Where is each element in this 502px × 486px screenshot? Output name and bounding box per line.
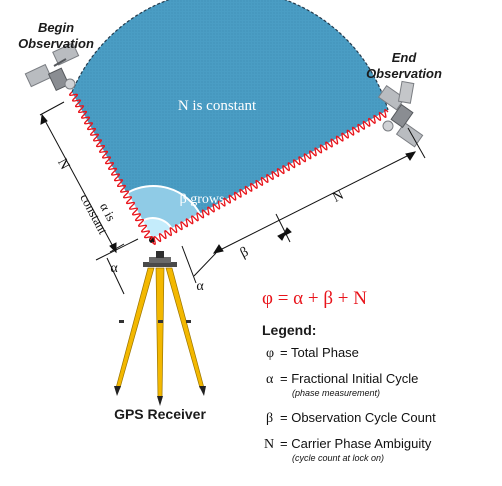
alpha-dimension-left <box>106 257 125 295</box>
observation-sector <box>71 0 389 240</box>
n-dimension-label-left: N <box>54 156 72 172</box>
carrier-wave-begin <box>68 91 154 241</box>
dimension-lines <box>39 101 426 295</box>
legend-symbol-n: N <box>264 437 274 452</box>
begin-label-line2: Observation <box>18 36 94 51</box>
legend-sub-phase-measurement: (phase measurement) <box>292 388 380 398</box>
legend-text-total-phase: = Total Phase <box>280 345 359 360</box>
n-constant-label: N is constant <box>178 98 257 114</box>
satellite-icon-begin <box>24 42 80 92</box>
legend-symbol-beta: β <box>266 411 273 426</box>
legend-symbol-alpha: α <box>266 372 274 387</box>
receiver-point <box>149 237 155 243</box>
tripod-icon <box>114 251 206 406</box>
legend-text-carrier-phase-ambiguity: = Carrier Phase Ambiguity <box>280 436 432 451</box>
legend-text-fractional-initial-cycle: = Fractional Initial Cycle <box>280 371 418 386</box>
end-label-line1: End <box>392 50 418 65</box>
legend-text-observation-cycle-count: = Observation Cycle Count <box>280 410 436 425</box>
n-dimension-left <box>41 114 117 253</box>
phase-equation: φ = α + β + N <box>262 288 367 309</box>
receiver-label: GPS Receiver <box>114 406 206 422</box>
end-label-line2: Observation <box>366 66 442 81</box>
legend-title: Legend: <box>262 322 316 338</box>
n-beta-dimension <box>213 151 416 254</box>
begin-label-line1: Begin <box>38 20 74 35</box>
alpha-dimension-label-right: α <box>196 279 204 294</box>
beta-grows-label: β grows <box>180 192 225 207</box>
alpha-dimension-label-left: α <box>110 261 118 276</box>
legend-symbol-phi: φ <box>266 346 274 361</box>
legend-sub-cycle-count-at-lock-on: (cycle count at lock on) <box>292 453 384 463</box>
carrier-wave-end <box>151 108 389 246</box>
beta-dimension-label: β <box>238 245 251 262</box>
n-dimension-label-right: N <box>330 188 346 206</box>
satellite-icon-end <box>377 80 424 148</box>
